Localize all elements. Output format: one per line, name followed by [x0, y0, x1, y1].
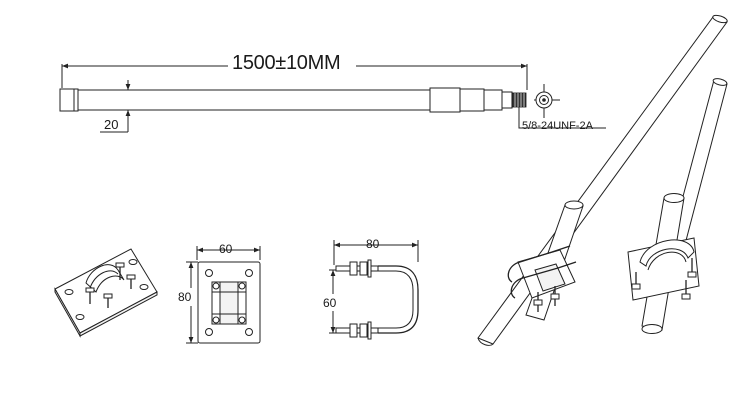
thread-spec-label: 5/8-24UNF-2A	[522, 120, 593, 132]
detail-mast-bottom	[641, 324, 663, 334]
diameter-dimension-label: 20	[104, 117, 119, 132]
clamp-detail-view	[627, 78, 728, 334]
ubolt-bend-inner	[378, 270, 414, 329]
antenna-base-section-2	[459, 88, 485, 112]
ubolt-bottom-nut-2	[359, 323, 368, 338]
ubolt-bottom-nut-1	[349, 323, 358, 338]
length-dimension-label: 1500±10MM	[232, 52, 341, 74]
mounted-clamp-block	[534, 263, 566, 292]
antenna-base-section-1	[429, 87, 461, 113]
antenna-end-cap	[59, 88, 79, 112]
antenna-base-section-3	[483, 89, 503, 111]
detail-saddle	[639, 239, 695, 267]
detail-antenna-tip	[712, 78, 728, 86]
mounted-antenna-assembly	[477, 14, 728, 346]
bracket-plate-isometric	[54, 248, 158, 338]
ubolt-top-nut-2	[359, 261, 368, 276]
antenna-base-section-4	[501, 91, 513, 109]
antenna-side-view	[59, 63, 606, 133]
plate-iso-edge-bottom	[79, 291, 158, 337]
plate-width-label: 60	[219, 242, 233, 256]
u-bolt-view	[329, 240, 419, 340]
ubolt-bend-outer	[378, 265, 419, 334]
mounted-antenna-tip	[712, 14, 728, 24]
thread-leader-line	[518, 107, 606, 129]
detail-mast-top	[663, 193, 685, 203]
ubolt-top-nut-1	[349, 261, 358, 276]
bracket-plate-front	[186, 246, 261, 344]
plate-height-label: 80	[178, 290, 192, 304]
ubolt-width-label: 80	[366, 237, 380, 251]
ubolt-height-label: 60	[323, 296, 337, 310]
antenna-radome	[77, 89, 431, 111]
end-view-pin	[542, 98, 546, 102]
mast-pole-top	[564, 200, 584, 210]
